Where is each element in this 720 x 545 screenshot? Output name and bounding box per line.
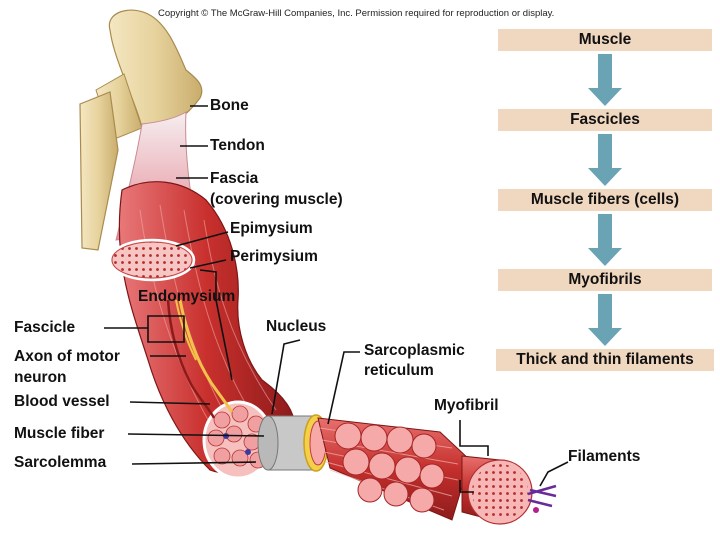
label-bone: Bone — [210, 97, 249, 114]
blood-vessel — [166, 299, 216, 419]
flow-step-myofibrils: Myofibrils — [498, 269, 712, 291]
label-axon-line2: neuron — [14, 369, 67, 386]
label-muscle-fiber: Muscle fiber — [14, 425, 105, 442]
label-perimysium: Perimysium — [230, 248, 318, 265]
myofibril-bundle — [317, 417, 471, 521]
label-axon-line1: Axon of motor — [14, 348, 120, 365]
leader-lines — [104, 105, 569, 493]
label-sarcoplasmic-line2: reticulum — [364, 362, 434, 379]
flow-arrows — [588, 54, 622, 346]
copyright-notice: Copyright © The McGraw-Hill Companies, I… — [158, 8, 555, 19]
label-myofibril: Myofibril — [434, 397, 499, 414]
motor-axon — [178, 299, 234, 413]
flow-step-muscle: Muscle — [498, 29, 712, 51]
label-epimysium: Epimysium — [230, 220, 313, 237]
label-sarcoplasmic-line1: Sarcoplasmic — [364, 342, 465, 359]
label-fascicle: Fascicle — [14, 319, 76, 336]
label-fascia-sub: (covering muscle) — [210, 191, 343, 208]
flow-step-fascicles: Fascicles — [498, 109, 712, 131]
label-tendon: Tendon — [210, 137, 265, 154]
label-fascia: Fascia — [210, 170, 259, 187]
flow-step-filaments: Thick and thin filaments — [496, 349, 714, 371]
filament-strands — [527, 484, 557, 508]
label-sarcolemma: Sarcolemma — [14, 454, 107, 471]
label-nucleus: Nucleus — [266, 318, 327, 335]
bone-shape — [79, 9, 203, 251]
label-blood-vessel: Blood vessel — [14, 393, 110, 410]
label-filaments: Filaments — [568, 448, 641, 465]
flow-step-muscle-fibers: Muscle fibers (cells) — [498, 189, 712, 211]
label-endomysium: Endomysium — [138, 288, 236, 305]
single-myofibril — [461, 455, 557, 525]
